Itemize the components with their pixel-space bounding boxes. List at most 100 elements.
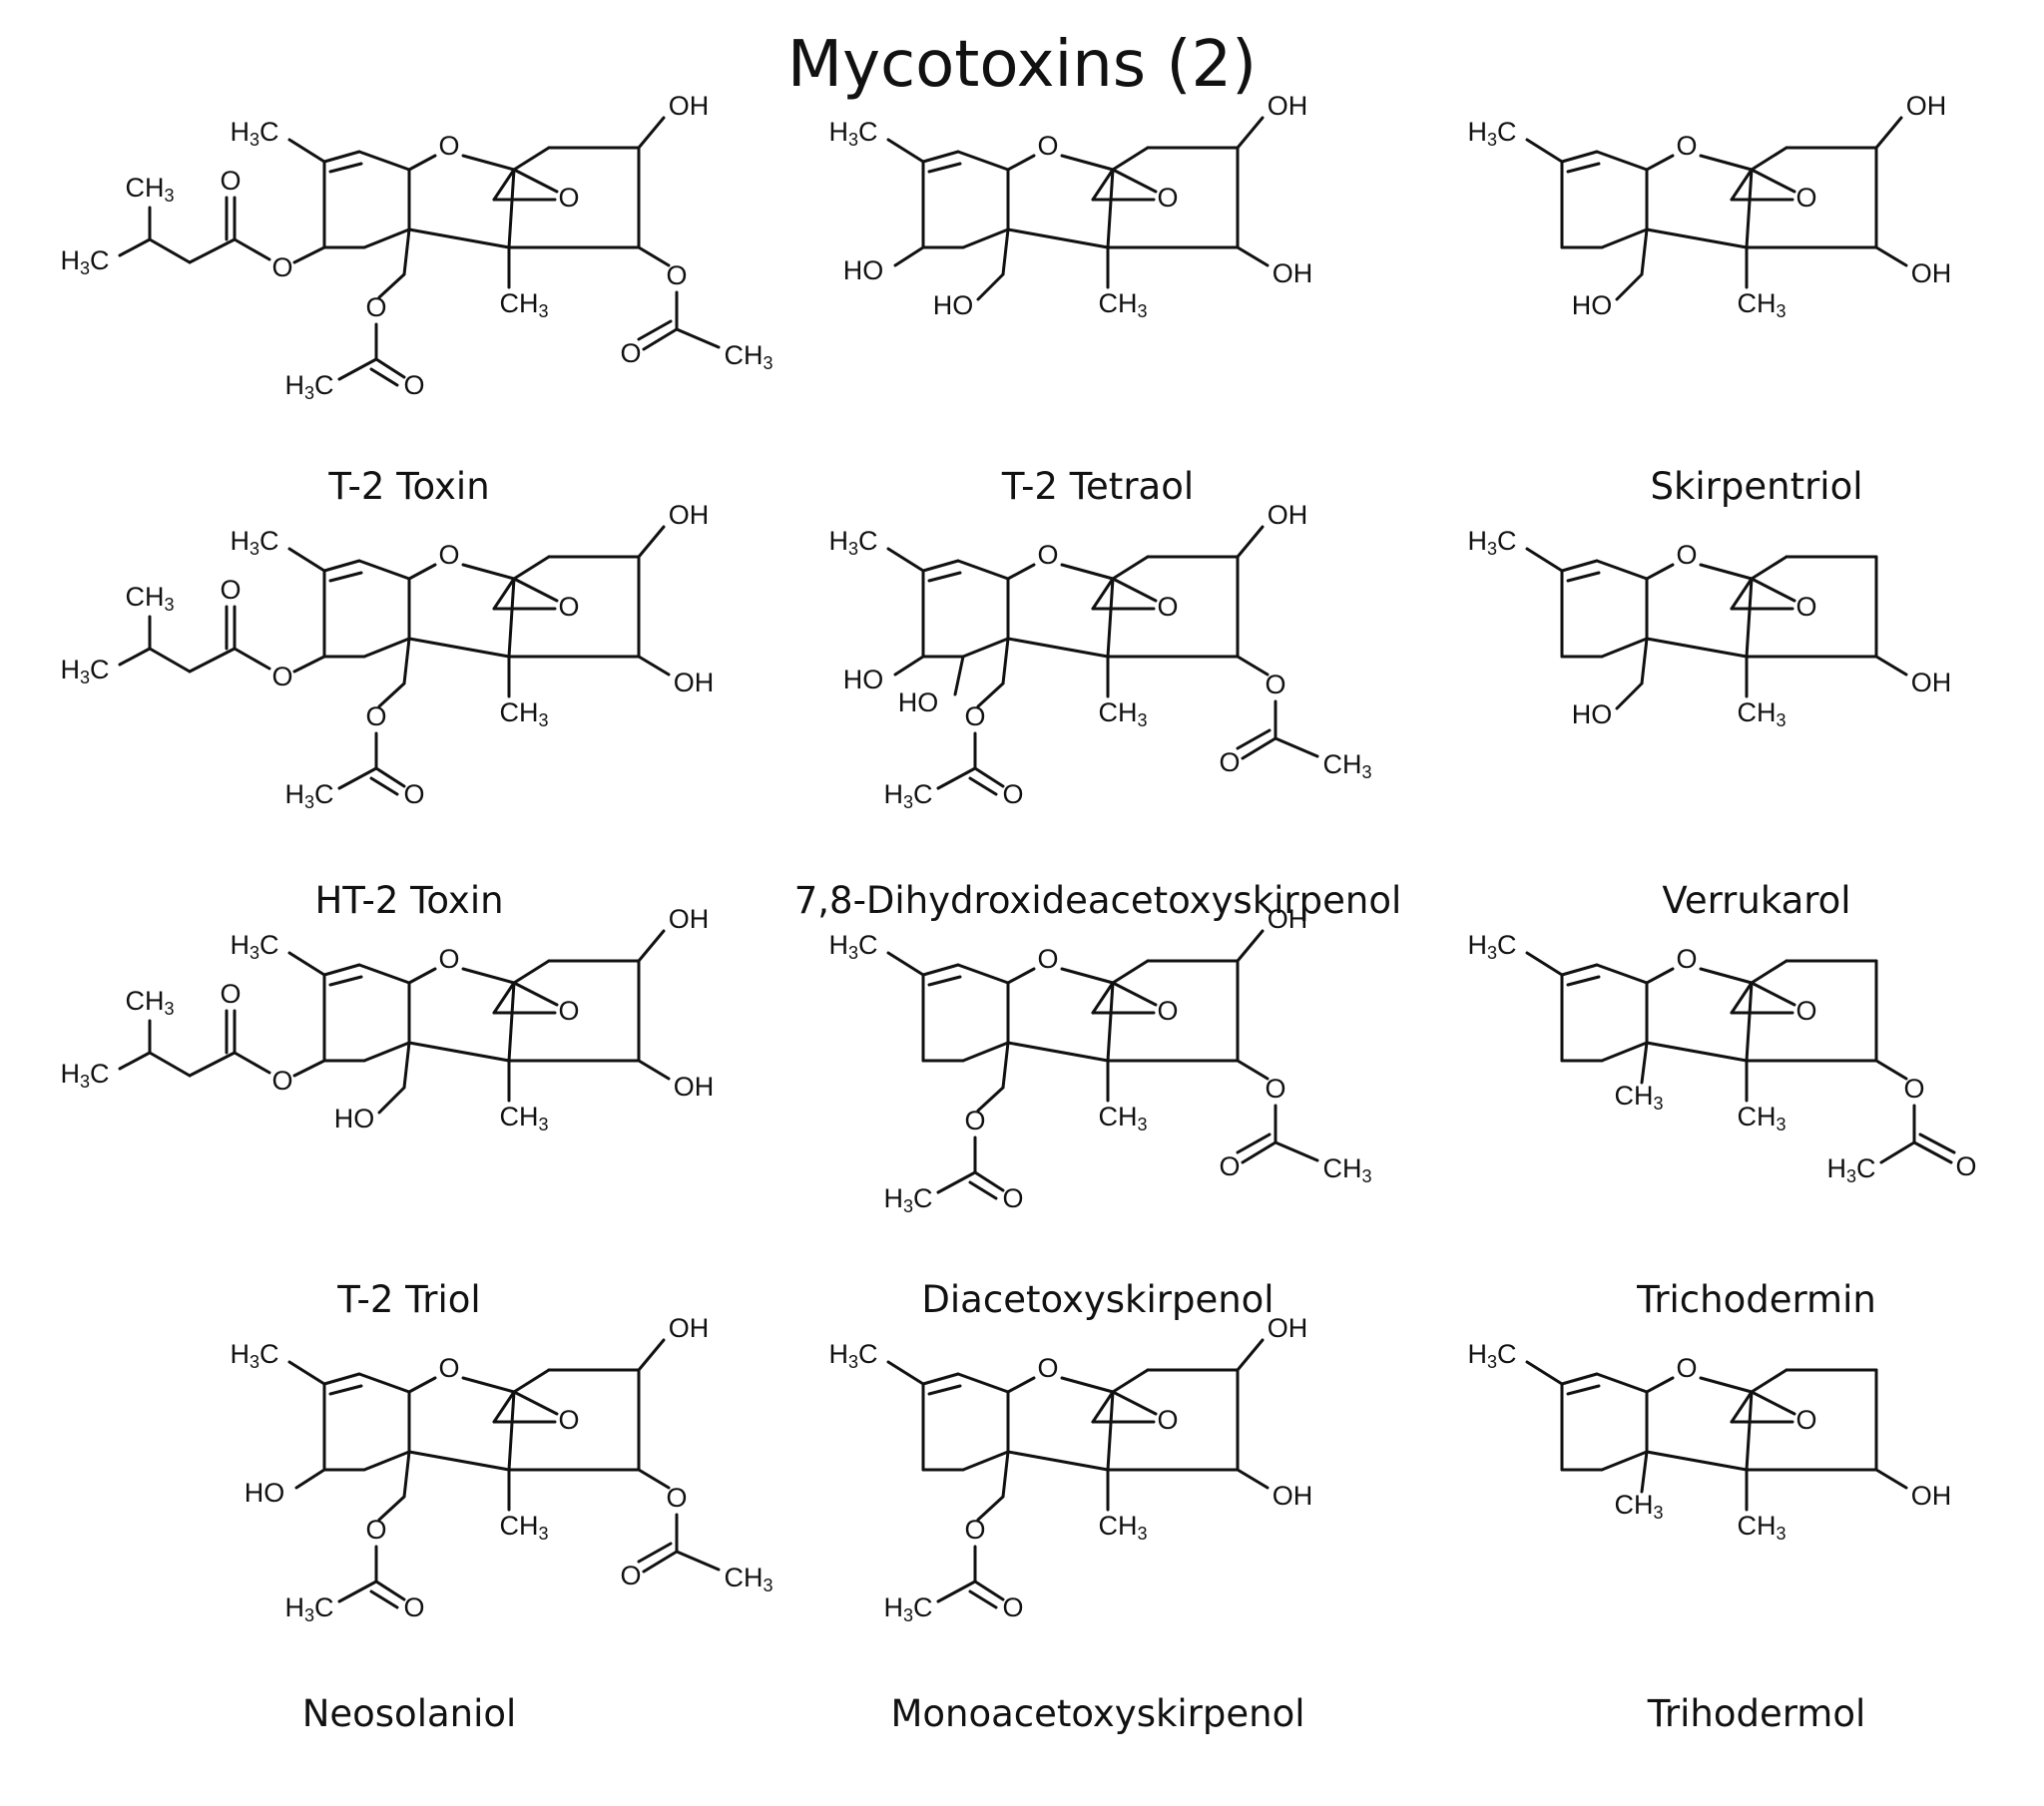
bond: [1640, 1041, 1649, 1085]
methyl-c16: H3C: [828, 1339, 877, 1372]
epoxide-oxygen: O: [1157, 592, 1178, 622]
double-bond: [328, 975, 363, 987]
compound-name: Monoacetoxyskirpenol: [890, 1692, 1304, 1735]
compound-name: Diacetoxyskirpenol: [921, 1278, 1274, 1321]
carbonyl-oxygen-r4: O: [1955, 1151, 1976, 1181]
bond: [1525, 138, 1564, 164]
hydroxyl-r7: HO: [898, 687, 939, 717]
epoxide-oxygen: O: [1157, 996, 1178, 1026]
bond: [1874, 116, 1903, 150]
bond: [402, 227, 411, 276]
bond: [357, 1372, 411, 1394]
bond: [287, 547, 326, 573]
bond: [1600, 637, 1649, 659]
hydroxyl-r3: OH: [1268, 500, 1308, 530]
bond: [377, 1086, 406, 1115]
methyl-c14: CH3: [1098, 1511, 1147, 1544]
bond: [1274, 1140, 1319, 1162]
bond: [357, 150, 411, 172]
bond: [188, 1051, 237, 1078]
bond: [512, 1390, 559, 1416]
compound-name: 7,8-Dihydroxideacetoxyskirpenol: [794, 879, 1402, 922]
bond: [1645, 1041, 1749, 1063]
bond: [637, 1468, 671, 1490]
bond: [1236, 245, 1270, 267]
ring-oxygen: O: [438, 131, 459, 161]
bond: [1730, 981, 1754, 1015]
hydroxyl-r3: OH: [669, 904, 710, 934]
bond: [322, 150, 361, 164]
bond: [973, 766, 1005, 788]
bond: [968, 1180, 998, 1200]
bond: [1236, 728, 1272, 750]
ring-oxygen: O: [1676, 540, 1697, 570]
ring-oxygen: O: [438, 540, 459, 570]
bond: [1615, 681, 1644, 710]
bond: [374, 1580, 406, 1601]
bond: [1560, 1372, 1599, 1386]
bond: [893, 655, 925, 677]
hydroxyl-r4: OH: [1911, 1481, 1952, 1511]
methyl-c14: CH3: [1737, 1102, 1786, 1134]
bond: [402, 637, 411, 685]
carbonyl-oxygen-r8: O: [220, 166, 241, 196]
bond: [1111, 168, 1158, 194]
epoxide-oxygen: O: [1795, 1405, 1816, 1435]
bond: [1001, 1041, 1010, 1090]
bond: [287, 951, 326, 977]
epoxide-oxygen: O: [1157, 183, 1178, 213]
carbonyl-oxygen-r4: O: [620, 1561, 641, 1590]
compound-name: T-2 Toxin: [327, 465, 489, 508]
bond: [956, 559, 1010, 581]
ring-oxygen: O: [1037, 1353, 1058, 1383]
bond: [637, 655, 671, 677]
bond: [1060, 1376, 1115, 1394]
bond: [1615, 272, 1644, 301]
methyl-c14: CH3: [499, 288, 548, 321]
bond: [1730, 577, 1754, 611]
bond: [188, 647, 237, 674]
bond: [1595, 559, 1649, 581]
isovaleryl-methyl-a: CH3: [125, 986, 174, 1019]
epoxide-oxygen: O: [1795, 996, 1816, 1026]
bond: [118, 1051, 152, 1071]
carbonyl-oxygen-r4: O: [1219, 747, 1240, 777]
bond: [492, 577, 516, 611]
bond: [1750, 1368, 1788, 1394]
bond: [507, 1390, 516, 1472]
double-bond: [328, 1384, 363, 1396]
bond: [362, 1450, 411, 1472]
double-bond: [1566, 571, 1601, 583]
bond: [287, 138, 326, 164]
epoxide-oxygen: O: [1157, 1405, 1178, 1435]
methyl-c14: CH3: [1737, 1511, 1786, 1544]
bond: [1560, 559, 1599, 573]
bond: [1006, 154, 1036, 172]
bond: [637, 1542, 673, 1564]
bond: [1730, 1390, 1754, 1424]
bond: [953, 655, 965, 696]
hydroxyl-r8: HO: [843, 255, 884, 285]
methyl-c16: H3C: [230, 526, 278, 559]
ester-oxygen-r4: O: [1903, 1074, 1924, 1104]
bond: [921, 963, 960, 977]
bond: [492, 981, 516, 1015]
hydroxyl-r3: OH: [1906, 91, 1947, 121]
methyl-c16: H3C: [828, 930, 877, 963]
bond: [1645, 1450, 1749, 1472]
ester-oxygen-r4: O: [666, 260, 687, 290]
bond: [148, 647, 192, 674]
ester-oxygen-r8: O: [271, 252, 292, 282]
diagram-title: Mycotoxins (2): [786, 28, 1258, 102]
bond: [1595, 963, 1649, 985]
methyl-c16: H3C: [1467, 930, 1516, 963]
bond: [512, 168, 559, 194]
bond: [362, 227, 411, 249]
bond: [407, 1450, 511, 1472]
hydroxyl-r3: OH: [1268, 1313, 1308, 1343]
bond: [1006, 967, 1036, 985]
ring-oxygen: O: [1037, 944, 1058, 974]
bond: [1236, 1132, 1272, 1154]
